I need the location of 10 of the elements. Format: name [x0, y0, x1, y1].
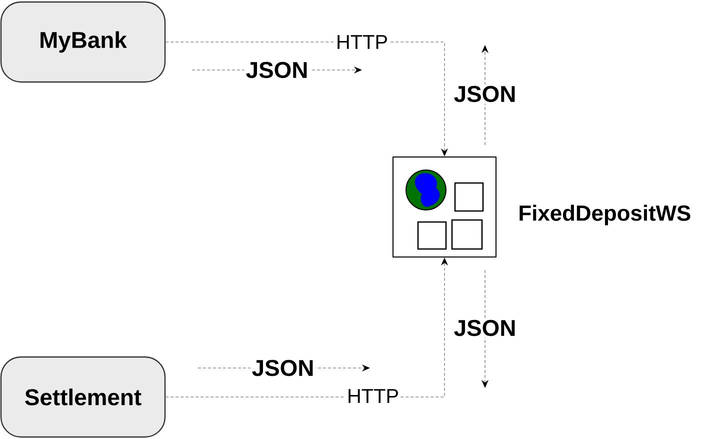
message-label: JSON [250, 358, 316, 378]
edge-label: HTTP [334, 34, 390, 50]
rounded-box: Settlement [0, 356, 166, 438]
message-label: JSON [452, 318, 518, 338]
message-label: JSON [244, 60, 310, 80]
service-name: FixedDepositWS [520, 204, 690, 226]
message-label: JSON [452, 84, 518, 104]
rounded-box: MyBank [0, 1, 166, 83]
edge-label: HTTP [346, 388, 401, 404]
web-service-drawing [392, 156, 496, 258]
